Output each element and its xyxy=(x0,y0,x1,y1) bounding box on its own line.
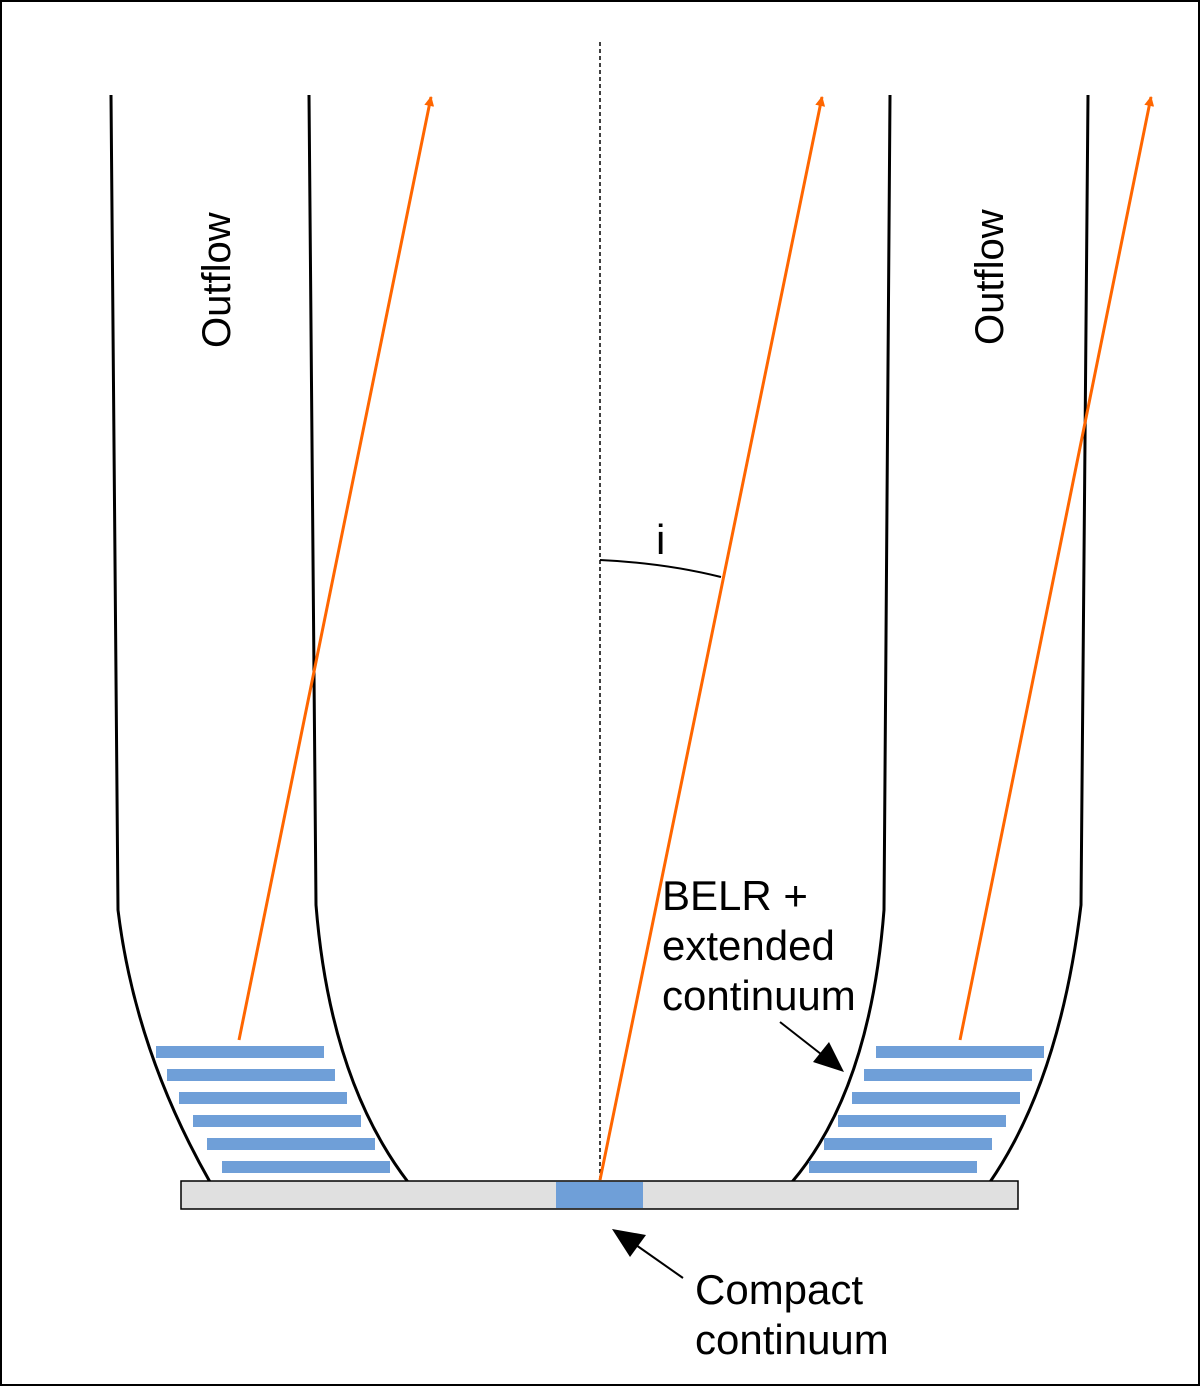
belr-pointer-arrowhead xyxy=(813,1042,844,1072)
sightline-ray-left xyxy=(237,96,435,1041)
outflow-left-outer-wall xyxy=(109,94,212,1183)
belr-label-line1: BELR + xyxy=(662,872,808,919)
emission-bar xyxy=(207,1138,375,1150)
emission-bar xyxy=(809,1161,977,1173)
emission-bar xyxy=(167,1069,335,1081)
belr-label-line2: extended xyxy=(662,922,835,969)
sightline-ray-center xyxy=(598,96,826,1181)
outflow-right-label: Outflow xyxy=(968,209,1012,345)
emission-bar xyxy=(193,1115,361,1127)
emission-bar xyxy=(838,1115,1006,1127)
compact-pointer-line xyxy=(635,1244,684,1279)
compact-label-line1: Compact xyxy=(695,1266,863,1313)
outflow-right-outer-wall xyxy=(988,94,1090,1183)
emission-bars-left xyxy=(156,1046,390,1173)
emission-bar xyxy=(222,1161,390,1173)
inclination-angle-arc xyxy=(599,559,722,578)
emission-bar xyxy=(852,1092,1020,1104)
outflow-left-label: Outflow xyxy=(195,212,239,348)
outflow-left-inner-wall xyxy=(307,94,410,1183)
belr-label-line3: continuum xyxy=(662,972,856,1019)
emission-bar xyxy=(179,1092,347,1104)
emission-bar xyxy=(824,1138,992,1150)
emission-bar xyxy=(156,1046,324,1058)
compact-pointer-arrowhead xyxy=(612,1229,646,1257)
emission-bar xyxy=(864,1069,1032,1081)
compact-continuum-source xyxy=(556,1182,643,1208)
belr-pointer-line xyxy=(779,1021,827,1059)
outflow-right-inner-wall xyxy=(790,94,892,1183)
compact-label-line2: continuum xyxy=(695,1316,889,1363)
emission-bar xyxy=(876,1046,1044,1058)
sightline-ray-right xyxy=(958,96,1155,1041)
emission-bars-right xyxy=(809,1046,1044,1173)
inclination-label: i xyxy=(656,516,665,563)
